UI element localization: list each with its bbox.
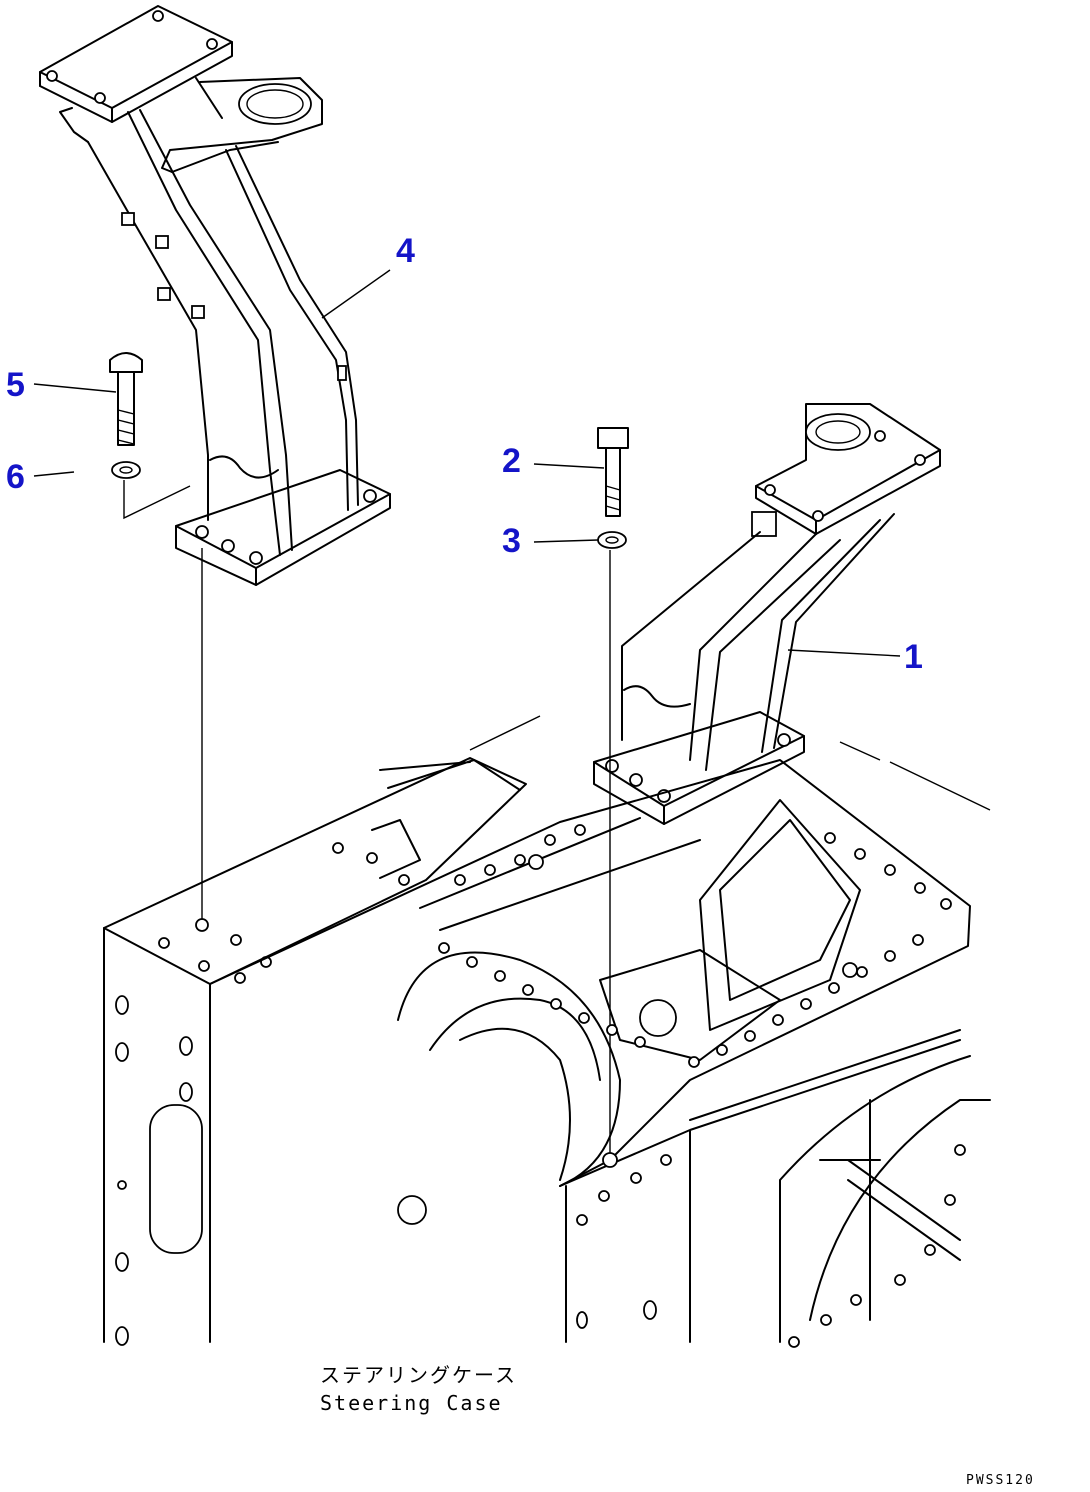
part-2-bolt bbox=[597, 427, 629, 517]
assembly-line-left bbox=[123, 480, 203, 928]
caption-japanese: ステアリングケース bbox=[320, 1363, 517, 1387]
steering-case bbox=[103, 715, 991, 1348]
part-5-bolt bbox=[109, 352, 143, 446]
part-6-washer bbox=[111, 461, 141, 479]
deck-bolt-holes bbox=[438, 824, 952, 1068]
part-1-bracket bbox=[593, 403, 941, 825]
caption-english: Steering Case bbox=[320, 1391, 503, 1415]
callout-4: 4 bbox=[396, 232, 415, 270]
callout-3: 3 bbox=[502, 522, 521, 560]
callout-2: 2 bbox=[502, 442, 521, 480]
callout-6: 6 bbox=[6, 458, 25, 496]
part-3-washer bbox=[597, 531, 627, 549]
callout-1: 1 bbox=[904, 638, 923, 676]
callout-leaders bbox=[33, 269, 901, 657]
part-4-bracket bbox=[39, 5, 391, 586]
callout-5: 5 bbox=[6, 366, 25, 404]
drawing-code: PWSS120 bbox=[966, 1473, 1035, 1488]
